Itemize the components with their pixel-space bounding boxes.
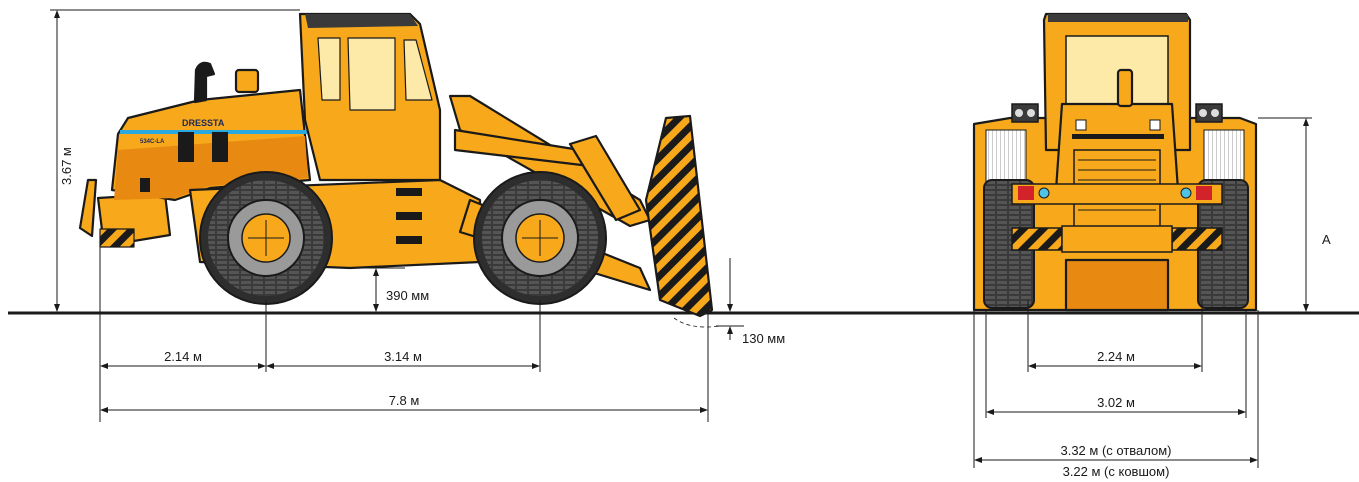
overall-length-label: 7.8 м	[389, 393, 420, 408]
hood-slot-1	[1072, 134, 1164, 139]
body-width-label: 3.02 м	[1097, 395, 1135, 410]
hood-slot-3	[1149, 119, 1161, 131]
exhaust-stack	[193, 61, 216, 104]
width-with-bucket-label: 3.22 м (с ковшом)	[1063, 464, 1170, 479]
side-badge	[140, 178, 150, 192]
tail-light-left	[1018, 186, 1034, 200]
hood-intake-front	[1116, 68, 1134, 108]
front-blade	[644, 114, 714, 318]
tail-light-right	[1196, 186, 1212, 200]
indicator-right	[1180, 187, 1192, 199]
air-intake	[234, 68, 260, 94]
rear-wheel	[199, 171, 333, 305]
front-view-loader	[972, 12, 1258, 312]
bumper-hazard-left	[1011, 227, 1063, 251]
front-overhang-label: 2.14 м	[164, 349, 202, 364]
cab-window-front	[403, 39, 433, 101]
bell-crank	[568, 134, 642, 222]
model-label: 534C-LA	[140, 139, 165, 145]
wheelbase-label: 3.14 м	[384, 349, 422, 364]
blade-grille-left	[985, 129, 1027, 187]
work-light-right	[1195, 103, 1223, 123]
step-1	[396, 188, 422, 196]
hood-slot-2	[1075, 119, 1087, 131]
bumper-hazard-right	[1171, 227, 1223, 251]
height-marker-label: A	[1322, 232, 1331, 247]
hood-shadow	[114, 136, 308, 200]
cab-window-rear	[317, 37, 341, 101]
hood-vent-right	[212, 132, 228, 162]
track-width-label: 2.24 м	[1097, 349, 1135, 364]
front-dimensions: A 2.24 м 3.02 м 3.32 м (с отвалом) 3.22 …	[973, 117, 1331, 479]
dig-depth-label: 130 мм	[742, 331, 785, 346]
brand-logo-text: DRESSTA	[182, 118, 225, 128]
cab-roof	[305, 14, 418, 28]
light-bar	[1011, 183, 1223, 205]
front-wheel	[473, 171, 607, 305]
hood-vent-left	[178, 132, 194, 162]
width-with-blade-label: 3.32 м (с отвалом)	[1060, 443, 1171, 458]
blade-dig-arc	[673, 317, 721, 328]
cab-roof-front	[1048, 14, 1188, 22]
side-view-loader: DRESSTA 534C-LA	[78, 12, 721, 328]
step-2	[396, 212, 422, 220]
work-light-left	[1011, 103, 1039, 123]
blade-grille-right	[1203, 129, 1245, 187]
ground-clearance-label: 390 мм	[386, 288, 429, 303]
rear-hazard-plate	[99, 228, 135, 248]
indicator-left	[1038, 187, 1050, 199]
bumper-center	[1061, 225, 1173, 253]
cab-door-window	[347, 37, 396, 111]
height-label: 3.67 м	[59, 147, 74, 185]
lower-body	[1064, 258, 1170, 312]
step-3	[396, 236, 422, 244]
rear-ripper	[78, 178, 98, 238]
side-dimensions: 3.67 м 390 мм 130 мм 2.14 м 3.14 м	[50, 9, 785, 422]
